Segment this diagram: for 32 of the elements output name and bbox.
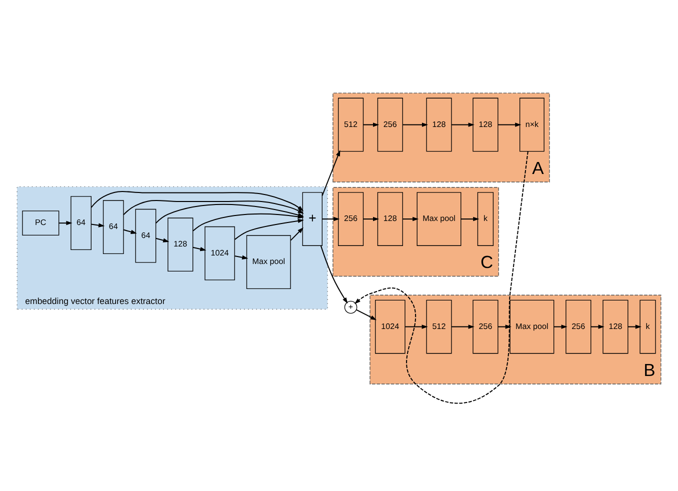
- arrow: [405, 324, 428, 329]
- node-box: +: [302, 192, 322, 246]
- arrow: [123, 229, 137, 234]
- cluster: [332, 92, 550, 182]
- arrow: [90, 191, 304, 212]
- arrow: [452, 122, 474, 127]
- node-label: C: [480, 252, 494, 272]
- arrow: [363, 216, 380, 222]
- arrow: [628, 324, 642, 329]
- arrow: [363, 122, 380, 127]
- arrow: [554, 324, 568, 329]
- arrow: [59, 220, 72, 226]
- arrow: [498, 324, 512, 329]
- arrow: [356, 309, 377, 320]
- arrow: [460, 216, 480, 222]
- node-label: A: [532, 158, 544, 178]
- arrow: [234, 218, 304, 240]
- arrow: [498, 122, 522, 127]
- node-label: B: [644, 360, 656, 380]
- arrow: [290, 227, 304, 241]
- arrow: [402, 216, 419, 222]
- arrow: [402, 122, 428, 127]
- arrow: [123, 200, 304, 216]
- arrow: [590, 324, 604, 329]
- arrow: [452, 324, 474, 329]
- arrow: [156, 238, 170, 242]
- arrow: [320, 246, 348, 304]
- arrow: [91, 223, 105, 228]
- arrow: [354, 151, 528, 404]
- arrow: [322, 216, 340, 222]
- arrow: [192, 246, 206, 252]
- arrow: [322, 150, 340, 196]
